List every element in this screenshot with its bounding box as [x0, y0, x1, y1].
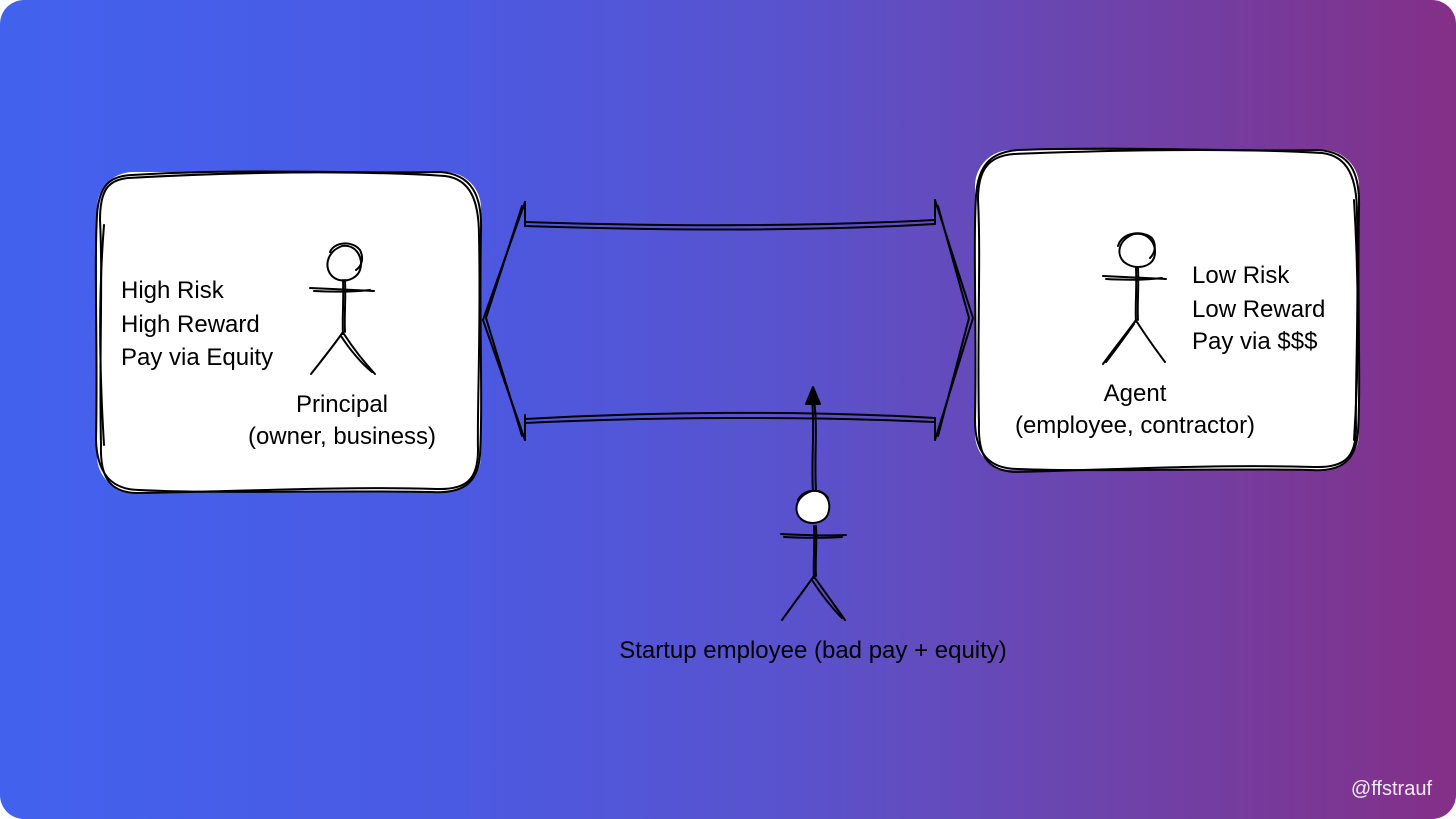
principal-title: Principal: [242, 388, 442, 421]
watermark: @ffstrauf: [1351, 778, 1432, 801]
stick-figure-agent-icon: [1103, 233, 1166, 364]
stick-figure-startup-employee-icon: [781, 491, 846, 620]
agent-subtitle: (employee, contractor): [995, 409, 1275, 442]
agent-trait-risk: Low Risk: [1192, 259, 1289, 292]
principal-trait-risk: High Risk: [121, 274, 224, 307]
double-headed-arrow-icon: [483, 200, 973, 440]
agent-trait-pay: Pay via $$$: [1192, 325, 1317, 358]
upward-arrow-icon: [806, 387, 820, 492]
agent-trait-reward: Low Reward: [1192, 293, 1325, 326]
principal-trait-reward: High Reward: [121, 308, 260, 341]
stick-figure-principal-icon: [310, 243, 375, 374]
principal-subtitle: (owner, business): [232, 420, 452, 453]
agent-title: Agent: [1035, 377, 1235, 410]
principal-trait-pay: Pay via Equity: [121, 341, 273, 374]
startup-employee-label: Startup employee (bad pay + equity): [583, 634, 1043, 667]
